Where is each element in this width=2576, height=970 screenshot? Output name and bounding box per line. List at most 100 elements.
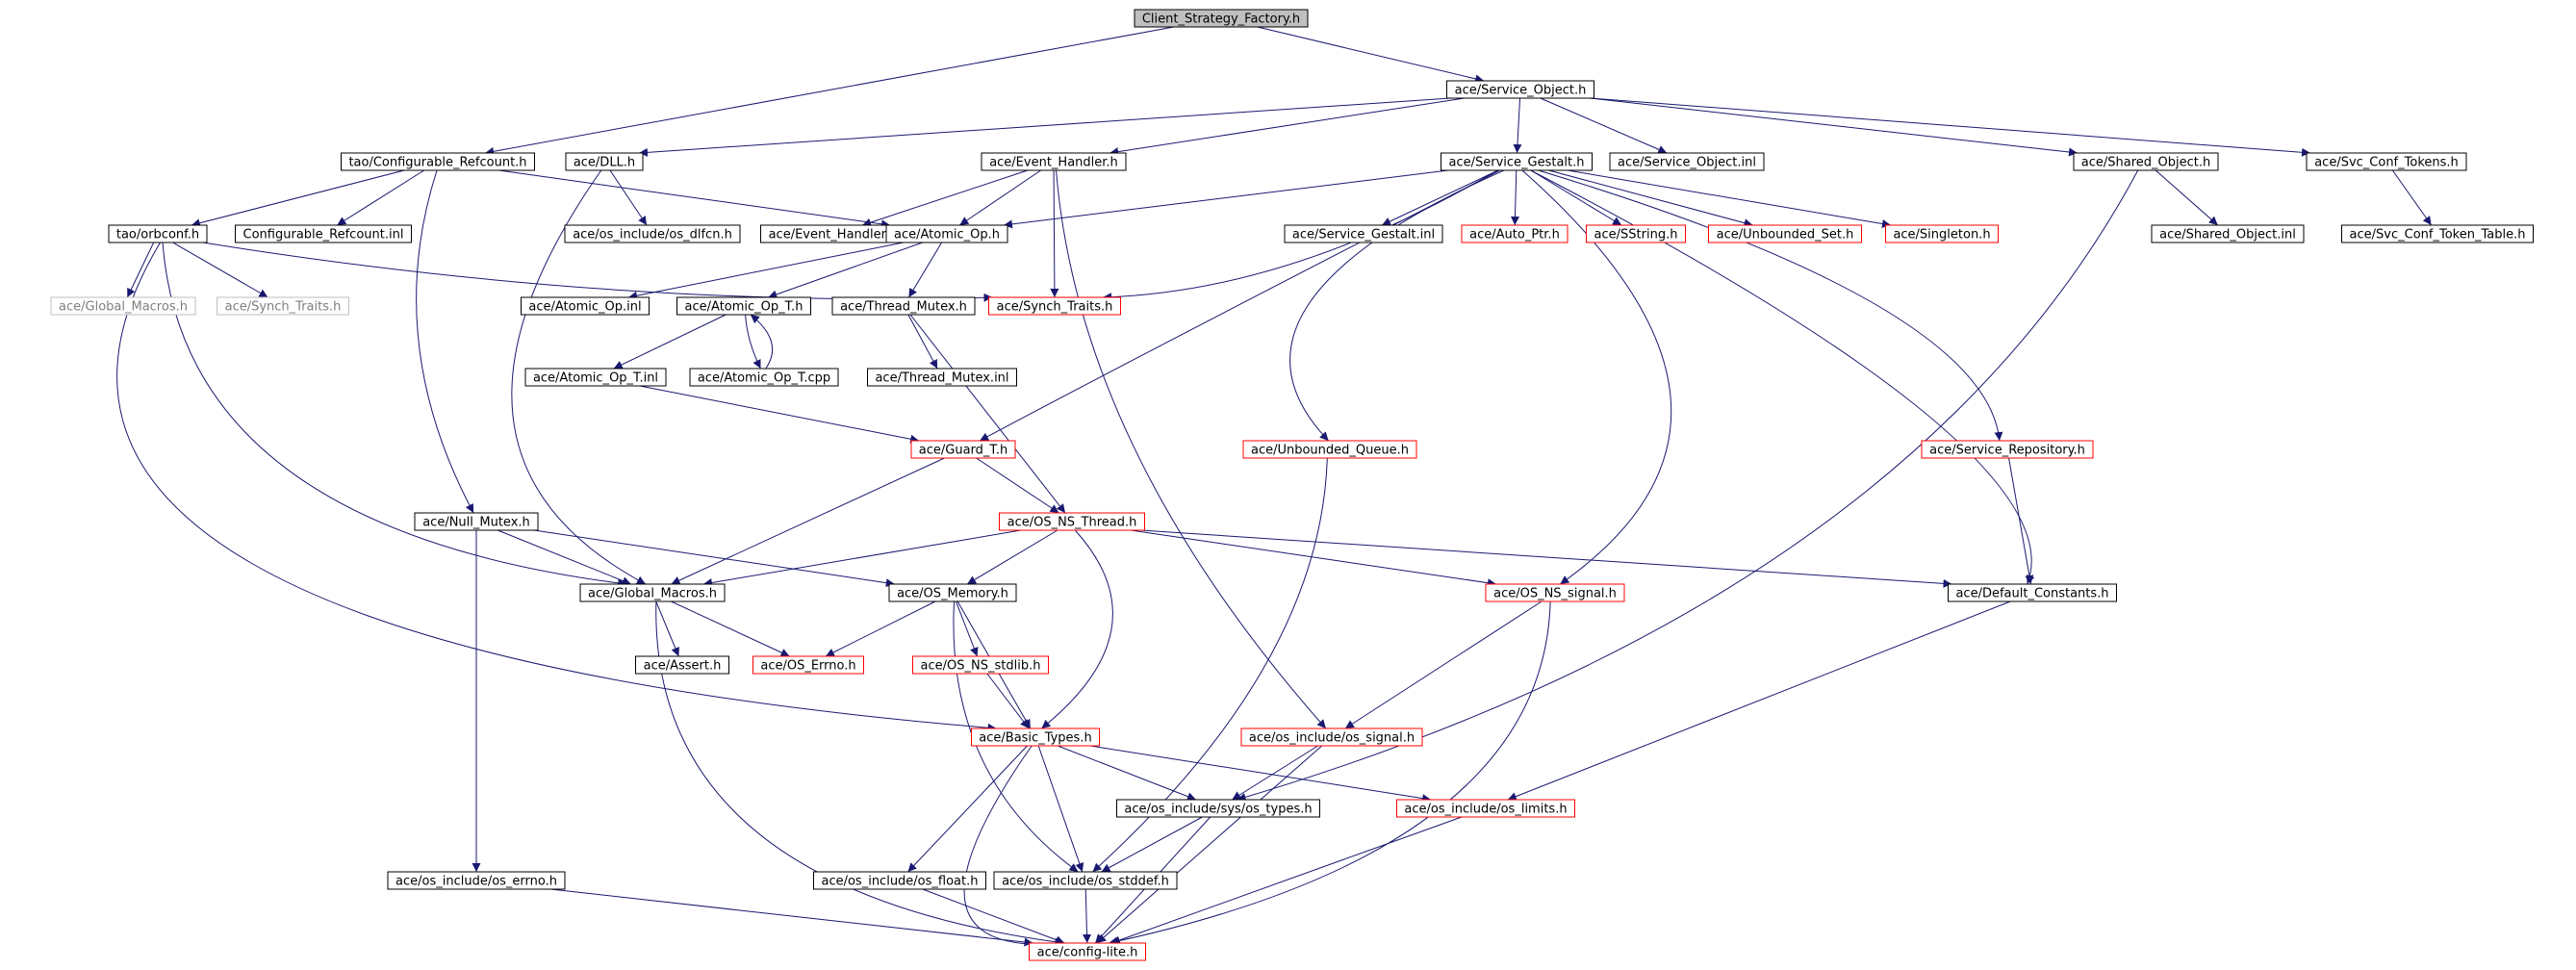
node-label: ace/Null_Mutex.h <box>422 516 530 530</box>
edge-service-object-to-dll <box>638 97 1451 157</box>
edge-atomic-op-t-inl-to-guard-t <box>639 385 920 444</box>
node-unbounded-set[interactable]: ace/Unbounded_Set.h <box>1708 224 1862 243</box>
node-label: ace/Assert.h <box>644 659 722 674</box>
node-box <box>564 224 741 243</box>
node-os-signal[interactable]: ace/os_include/os_signal.h <box>1240 728 1423 747</box>
node-atomic-op-inl[interactable]: ace/Atomic_Op.inl <box>521 296 650 316</box>
node-label: ace/os_include/os_stddef.h <box>1002 875 1169 889</box>
node-os-limits[interactable]: ace/os_include/os_limits.h <box>1396 799 1575 818</box>
node-atomic-op[interactable]: ace/Atomic_Op.h <box>885 224 1008 243</box>
node-atomic-op-t-inl[interactable]: ace/Atomic_Op_T.inl <box>524 368 667 387</box>
node-label: ace/os_include/os_dlfcn.h <box>573 228 732 242</box>
node-box <box>1485 583 1625 602</box>
node-box <box>414 512 539 531</box>
node-svc-conf-tokens[interactable]: ace/Svc_Conf_Tokens.h <box>2306 152 2467 171</box>
node-shared-object[interactable]: ace/Shared_Object.h <box>2073 152 2219 171</box>
node-label: ace/Synch_Traits.h <box>997 300 1113 315</box>
node-label: tao/orbconf.h <box>116 228 199 242</box>
node-assert-h[interactable]: ace/Assert.h <box>635 655 729 675</box>
node-os-ns-signal[interactable]: ace/OS_NS_signal.h <box>1485 583 1625 602</box>
node-orbconf[interactable]: tao/orbconf.h <box>108 224 208 243</box>
edge-orbconf-to-tao-global-macros <box>126 242 155 298</box>
node-label: tao/Configurable_Refcount.h <box>348 156 526 170</box>
edge-os-stddef-to-config-lite <box>1083 888 1092 944</box>
node-label: ace/Service_Object.h <box>1455 84 1587 98</box>
node-os-errno[interactable]: ace/OS_Errno.h <box>752 655 864 675</box>
node-dll[interactable]: ace/DLL.h <box>565 152 644 171</box>
node-tao-synch-traits[interactable]: ace/Synch_Traits.h <box>217 296 349 316</box>
node-label: ace/OS_Memory.h <box>897 587 1008 601</box>
edge-os-errno-h-to-config-lite <box>550 888 1033 947</box>
node-os-types[interactable]: ace/os_include/sys/os_types.h <box>1116 799 1320 818</box>
node-label: ace/Unbounded_Set.h <box>1717 228 1854 242</box>
edge-service-gestalt-to-atomic-op <box>1003 169 1449 229</box>
node-tao-global-macros[interactable]: ace/Global_Macros.h <box>50 296 196 316</box>
node-os-ns-stdlib[interactable]: ace/OS_NS_stdlib.h <box>912 655 1049 675</box>
node-label: ace/Auto_Ptr.h <box>1469 228 1560 242</box>
node-default-constants[interactable]: ace/Default_Constants.h <box>1948 583 2117 602</box>
edge-configurable-refcount-to-atomic-op <box>498 169 891 229</box>
node-box <box>867 368 1017 387</box>
node-service-object-inl[interactable]: ace/Service_Object.inl <box>1609 152 1765 171</box>
node-os-stddef[interactable]: ace/os_include/os_stddef.h <box>993 871 1178 890</box>
node-atomic-op-t[interactable]: ace/Atomic_Op_T.h <box>676 296 811 316</box>
node-svc-conf-token-table[interactable]: ace/Svc_Conf_Token_Table.h <box>2341 224 2534 243</box>
node-service-gestalt-inl[interactable]: ace/Service_Gestalt.inl <box>1284 224 1443 243</box>
node-config-lite[interactable]: ace/config-lite.h <box>1029 942 1146 961</box>
node-box <box>1242 440 1417 459</box>
node-box <box>108 224 208 243</box>
node-client-strategy-factory[interactable]: Client_Strategy_Factory.h <box>1134 9 1309 28</box>
node-thread-mutex[interactable]: ace/Thread_Mutex.h <box>831 296 976 316</box>
node-event-handler[interactable]: ace/Event_Handler.h <box>981 152 1127 171</box>
edge-atomic-op-to-thread-mutex <box>907 242 943 298</box>
edge-global-macros-to-config-lite <box>655 600 1064 947</box>
edge-global-macros-to-os-errno <box>671 600 790 657</box>
edge-dll-to-global-macros <box>511 169 647 585</box>
node-box <box>910 440 1016 459</box>
edge-os-memory-to-os-ns-stdlib <box>956 600 979 657</box>
node-configurable-refcount[interactable]: tao/Configurable_Refcount.h <box>341 152 535 171</box>
edge-service-gestalt-to-auto-ptr <box>1510 169 1519 226</box>
node-shared-object-inl[interactable]: ace/Shared_Object.inl <box>2151 224 2305 243</box>
node-label: ace/os_include/os_limits.h <box>1404 803 1567 817</box>
node-os-dlfcn[interactable]: ace/os_include/os_dlfcn.h <box>564 224 741 243</box>
edge-thread-mutex-to-thread-mutex-inl <box>907 314 938 370</box>
node-global-macros[interactable]: ace/Global_Macros.h <box>579 583 726 602</box>
node-label: ace/Shared_Object.inl <box>2159 228 2296 242</box>
node-box <box>1609 152 1765 171</box>
node-box <box>1029 942 1146 961</box>
node-service-object[interactable]: ace/Service_Object.h <box>1446 80 1594 99</box>
node-null-mutex[interactable]: ace/Null_Mutex.h <box>414 512 539 531</box>
node-guard-t[interactable]: ace/Guard_T.h <box>910 440 1016 459</box>
edge-os-ns-thread-to-os-ns-signal <box>1130 529 1497 588</box>
node-sstring[interactable]: ace/SString.h <box>1586 224 1686 243</box>
node-configurable-refcount-inl[interactable]: Configurable_Refcount.inl <box>235 224 412 243</box>
edge-os-types-to-os-stddef <box>1101 816 1203 873</box>
node-box <box>1396 799 1575 818</box>
node-label: ace/Svc_Conf_Tokens.h <box>2314 156 2459 170</box>
edge-os-limits-to-config-lite <box>1110 816 1463 945</box>
node-event-handler-inl[interactable]: ace/Event_Handler.inl <box>760 224 912 243</box>
node-box <box>971 728 1100 747</box>
node-os-ns-thread[interactable]: ace/OS_NS_Thread.h <box>999 512 1145 531</box>
node-basic-types[interactable]: ace/Basic_Types.h <box>971 728 1100 747</box>
node-synch-traits[interactable]: ace/Synch_Traits.h <box>988 296 1121 316</box>
node-label: ace/Atomic_Op_T.inl <box>533 371 658 386</box>
node-box <box>813 871 986 890</box>
node-auto-ptr[interactable]: ace/Auto_Ptr.h <box>1461 224 1569 243</box>
node-thread-mutex-inl[interactable]: ace/Thread_Mutex.inl <box>867 368 1017 387</box>
node-os-memory[interactable]: ace/OS_Memory.h <box>888 583 1017 602</box>
node-box <box>885 224 1008 243</box>
node-singleton[interactable]: ace/Singleton.h <box>1885 224 1999 243</box>
node-os-errno-h[interactable]: ace/os_include/os_errno.h <box>387 871 566 890</box>
node-label: ace/Thread_Mutex.inl <box>875 371 1008 386</box>
node-atomic-op-t-cpp[interactable]: ace/Atomic_Op_T.cpp <box>689 368 839 387</box>
node-unbounded-queue[interactable]: ace/Unbounded_Queue.h <box>1242 440 1417 459</box>
edge-service-object-to-event-handler <box>1109 97 1465 157</box>
edge-orbconf-to-tao-synch-traits <box>172 242 268 298</box>
node-service-repository[interactable]: ace/Service_Repository.h <box>1921 440 2094 459</box>
node-os-float[interactable]: ace/os_include/os_float.h <box>813 871 986 890</box>
node-service-gestalt[interactable]: ace/Service_Gestalt.h <box>1441 152 1593 171</box>
edge-service-gestalt-to-default-constants <box>1530 169 2035 585</box>
